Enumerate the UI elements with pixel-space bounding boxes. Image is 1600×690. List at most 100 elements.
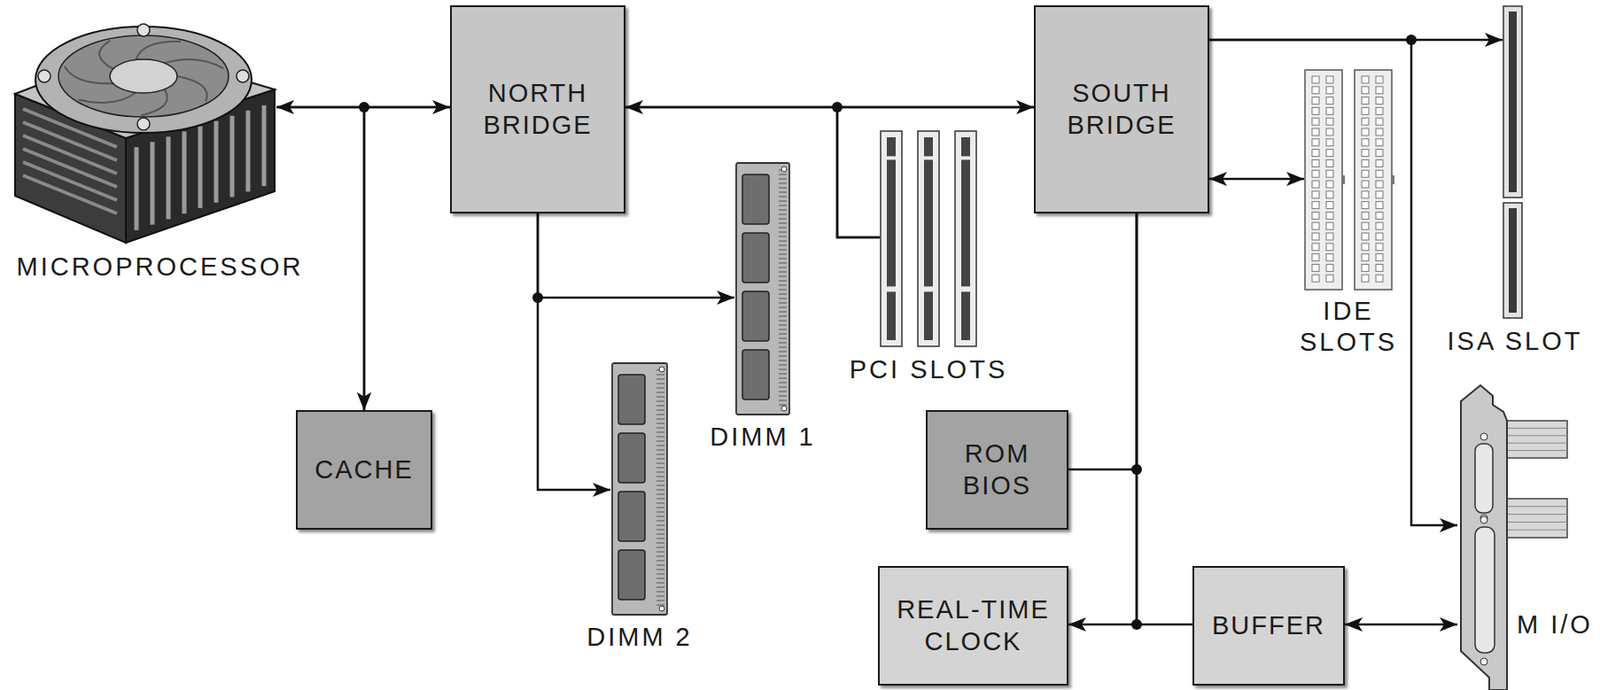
ide-key — [1341, 175, 1345, 185]
dimm-contact — [778, 333, 787, 335]
ribbon-wire — [1498, 521, 1568, 523]
dimm-contact — [656, 543, 665, 544]
ide-pin-hole — [1312, 191, 1320, 199]
fan-blade — [177, 76, 208, 101]
dimm-illustration — [610, 361, 669, 617]
ide-pin-hole — [1375, 264, 1383, 272]
ide-illustration — [1304, 69, 1393, 291]
bracket-screw — [1480, 658, 1488, 666]
ide-pin-hole — [1326, 128, 1334, 136]
dimm-contact — [778, 174, 787, 176]
dimm-contact — [778, 232, 787, 234]
dimm-contact — [778, 378, 787, 380]
ide-pin-hole — [1375, 180, 1383, 188]
ide-pin-hole — [1326, 170, 1334, 178]
isa-slot-opening — [1508, 11, 1517, 193]
box-label: CACHE — [314, 454, 414, 486]
ide-component: IDE SLOTS — [1304, 69, 1393, 291]
dimm-contact — [778, 227, 787, 229]
ide-pin-hole — [1312, 243, 1320, 251]
bus-connector — [1068, 213, 1137, 470]
dimm-contact — [778, 360, 787, 362]
ide-pin-hole — [1312, 274, 1320, 282]
dimm-contact — [656, 441, 665, 443]
bus-connector — [364, 107, 451, 411]
dimm-contact — [656, 547, 665, 549]
dimm-contact — [778, 192, 787, 194]
ide-pin-hole — [1375, 139, 1383, 147]
ide-connector — [1354, 69, 1392, 290]
dimm-contact — [656, 494, 665, 496]
dimm-contact — [778, 289, 787, 291]
cpu-illustration — [10, 5, 277, 245]
dimm-contact — [656, 538, 665, 540]
ide-pin-hole — [1361, 233, 1369, 241]
ide-pin-hole — [1375, 107, 1383, 115]
memory-chip — [742, 291, 769, 342]
dimm-contact — [656, 569, 665, 571]
memory-chip — [618, 550, 645, 600]
dimm-contact — [656, 574, 665, 575]
dimm-contact — [778, 218, 787, 220]
dimm-contact — [778, 178, 787, 180]
dimm-notch — [659, 605, 665, 612]
dimm-contact — [778, 214, 787, 216]
ide-pin-hole — [1312, 139, 1320, 147]
dimm-contact — [778, 307, 787, 309]
dimm-contact — [656, 578, 665, 580]
dimm-contact — [778, 387, 787, 389]
dimm-contact — [656, 596, 665, 598]
dimm-contact — [778, 365, 787, 366]
memory-chip — [618, 433, 645, 483]
ide-pin-hole — [1375, 233, 1383, 241]
pci-slot-key — [924, 286, 933, 292]
chip-box: REAL-TIME CLOCK — [877, 566, 1069, 686]
dimm-contact — [778, 236, 787, 238]
dimm-contact — [656, 467, 665, 469]
bracket-screw — [1480, 433, 1488, 441]
bus-connector — [1136, 213, 1193, 625]
ide-pin-hole — [1326, 274, 1334, 282]
dimm-contact — [778, 201, 787, 202]
dimm-contact — [778, 183, 787, 185]
junction-dot — [358, 101, 370, 113]
fan-housing — [35, 26, 252, 133]
dimm-contact — [656, 529, 665, 531]
pci-slot — [917, 131, 940, 347]
pci-illustration — [879, 130, 978, 348]
bus-connector — [537, 213, 611, 490]
ide-pin-hole — [1361, 180, 1369, 188]
dimm-contact — [778, 400, 787, 402]
memory-chip — [618, 374, 645, 425]
dimm-contact — [778, 249, 787, 251]
ide-pin-hole — [1361, 191, 1369, 199]
ide-pin-hole — [1361, 149, 1369, 157]
dimm-contact — [656, 432, 665, 434]
heatsink-fin — [198, 126, 203, 210]
ide-pin-hole — [1312, 117, 1320, 125]
junction-dot — [1131, 464, 1142, 475]
pci-slot-opening — [924, 137, 933, 341]
heatsink-fin — [150, 141, 156, 225]
ide-pin-hole — [1375, 117, 1383, 125]
pci-slot-key — [961, 286, 971, 292]
dimm-component: DIMM 2 — [610, 361, 669, 617]
isa-component: ISA SLOT — [1502, 5, 1523, 319]
bus-connector — [1344, 623, 1458, 627]
dimm-contact — [778, 294, 787, 296]
ide-pin-hole — [1312, 222, 1320, 230]
dimm-contact — [778, 369, 787, 371]
chip-box: CACHE — [295, 410, 433, 530]
ide-pin-hole — [1326, 76, 1334, 84]
mio-component: M I/O — [1457, 385, 1513, 690]
ide-pin-hole — [1312, 159, 1320, 167]
heatsink-fin — [166, 136, 171, 219]
ide-pin-hole — [1375, 222, 1383, 230]
ide-pin-hole — [1361, 211, 1369, 219]
ide-pin-hole — [1312, 211, 1320, 219]
dimm-contact — [656, 392, 665, 394]
dimm-contact — [656, 379, 665, 381]
db25-connector — [1475, 527, 1495, 653]
ribbon-wire — [1498, 442, 1568, 444]
